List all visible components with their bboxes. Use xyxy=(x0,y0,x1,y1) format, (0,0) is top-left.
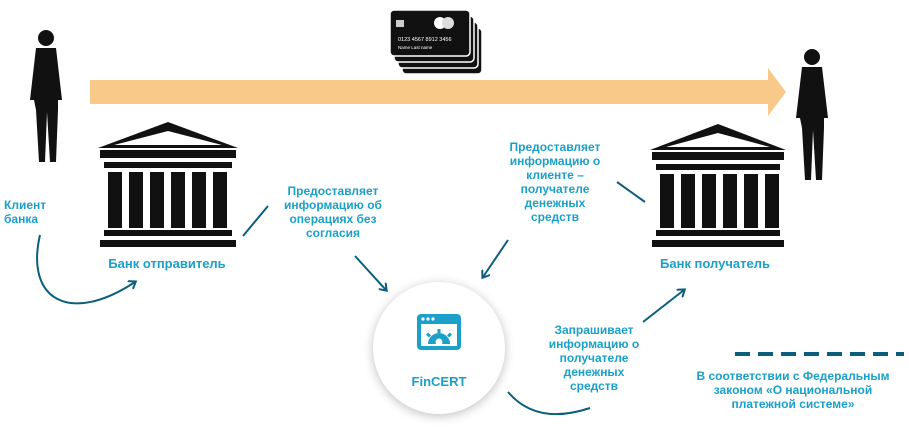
sender-bank-icon xyxy=(98,122,238,247)
receiver-bank-icon xyxy=(650,124,786,247)
fincert-to-receiver-arrow xyxy=(642,290,684,323)
fincert-label: FinCERT xyxy=(411,374,467,389)
client-label: Клиент банка xyxy=(4,198,47,226)
legend-text: В соответствии с Федеральным законом «О … xyxy=(696,369,890,411)
bank-to-label-line xyxy=(242,205,269,237)
fincert-node: FinCERT xyxy=(373,282,505,414)
sender-bank-name: Банк отправитель xyxy=(108,256,226,271)
card-holder: Name Last name xyxy=(398,45,433,50)
fincert-request-annotation: Запрашивает информацию о получателе дене… xyxy=(548,323,640,393)
client-person-icon xyxy=(30,30,62,162)
client-to-sender-arrow xyxy=(36,234,135,305)
card-number: 0123 4567 8912 3456 xyxy=(398,37,452,43)
recipient-person-icon xyxy=(796,49,828,180)
sender-annotation: Предоставляет информацию об операциях бе… xyxy=(284,184,382,240)
receiver-to-fincert-arrow xyxy=(483,239,509,277)
label-to-receiver-line xyxy=(616,181,646,203)
transfer-arrow xyxy=(90,68,786,116)
sender-to-fincert-arrow xyxy=(354,255,386,290)
fincert-window-icon xyxy=(417,314,461,350)
card-stack-icon: 0123 4567 8912 3456 Name Last name xyxy=(389,9,483,75)
fincert-tail-line xyxy=(507,391,591,416)
receiver-annotation: Предоставляет информацию о клиенте – пол… xyxy=(509,140,601,224)
receiver-bank-name: Банк получатель xyxy=(660,256,770,271)
